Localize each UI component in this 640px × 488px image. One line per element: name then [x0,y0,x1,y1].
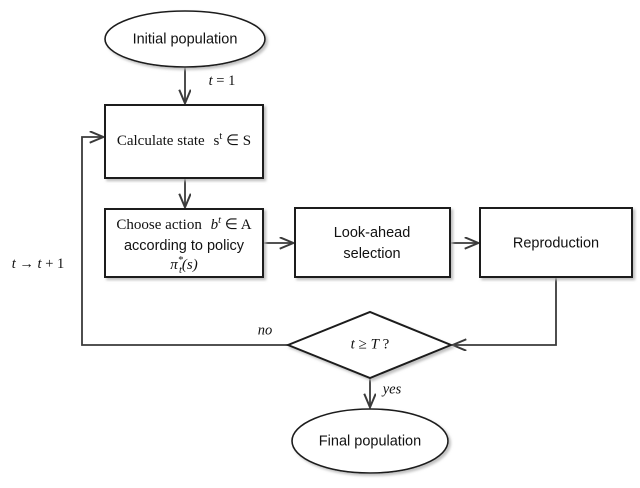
node-look-ahead-selection[interactable]: Look-ahead selection [294,207,451,278]
choose-action-rel: ∈ A [221,217,252,233]
init-counter-value: 1 [228,73,235,89]
increment-var-b: t [38,256,43,272]
decision-var-right: T [371,337,381,353]
node-look-ahead-line2: selection [343,246,400,262]
calculate-state-text: Calculate state [117,133,205,149]
node-final-population[interactable]: Final population [291,408,449,474]
node-choose-action-line1: Choose action bt ∈ A [116,215,251,233]
increment-value: 1 [57,256,64,272]
node-decision[interactable]: t ≥ T ? [285,310,454,380]
decision-var-left: t [351,337,356,353]
node-calculate-state[interactable]: Calculate state st ∈ S [104,104,264,179]
calculate-state-sup: t [219,131,222,142]
policy-star: * [178,255,184,266]
edge-label-no: no [258,322,273,338]
node-look-ahead-line1: Look-ahead [334,225,411,241]
node-decision-label: t ≥ T ? [351,337,390,353]
policy-pi: π [170,257,178,273]
node-initial-population-label: Initial population [133,31,238,47]
node-choose-action[interactable]: Choose action bt ∈ A according to policy… [104,208,264,278]
increment-arrow: → [16,256,38,272]
node-final-population-label: Final population [319,433,421,449]
node-reproduction[interactable]: Reproduction [479,207,633,278]
calculate-state-var: s [213,133,219,149]
choose-action-text: Choose action [116,217,202,233]
increment-plus: + [42,256,57,272]
decision-operator: ≥ [355,337,371,353]
decision-question: ? [379,337,390,353]
node-initial-population[interactable]: Initial population [104,10,266,68]
policy-arg: (s) [182,257,198,273]
policy-sub: t [179,265,183,276]
node-reproduction-label: Reproduction [513,235,599,251]
edge-decision-no-to-calculate-state [81,137,288,346]
node-calculate-state-label: Calculate state st ∈ S [117,131,251,149]
node-choose-action-line2: according to policy [124,238,245,254]
choose-action-sup: t [218,215,222,226]
edge-reproduction-to-decision [453,277,557,345]
edge-label-init-counter: t = 1 [209,73,236,89]
init-counter-var: t [209,73,214,89]
choose-action-var: b [211,217,219,233]
calculate-state-rel: ∈ S [222,133,251,149]
node-choose-action-policy: π*t(s) [170,255,198,276]
edge-label-increment: t → t + 1 [12,256,65,272]
init-counter-eq: = [213,73,228,89]
increment-var-a: t [12,256,17,272]
edge-label-yes: yes [381,381,402,397]
